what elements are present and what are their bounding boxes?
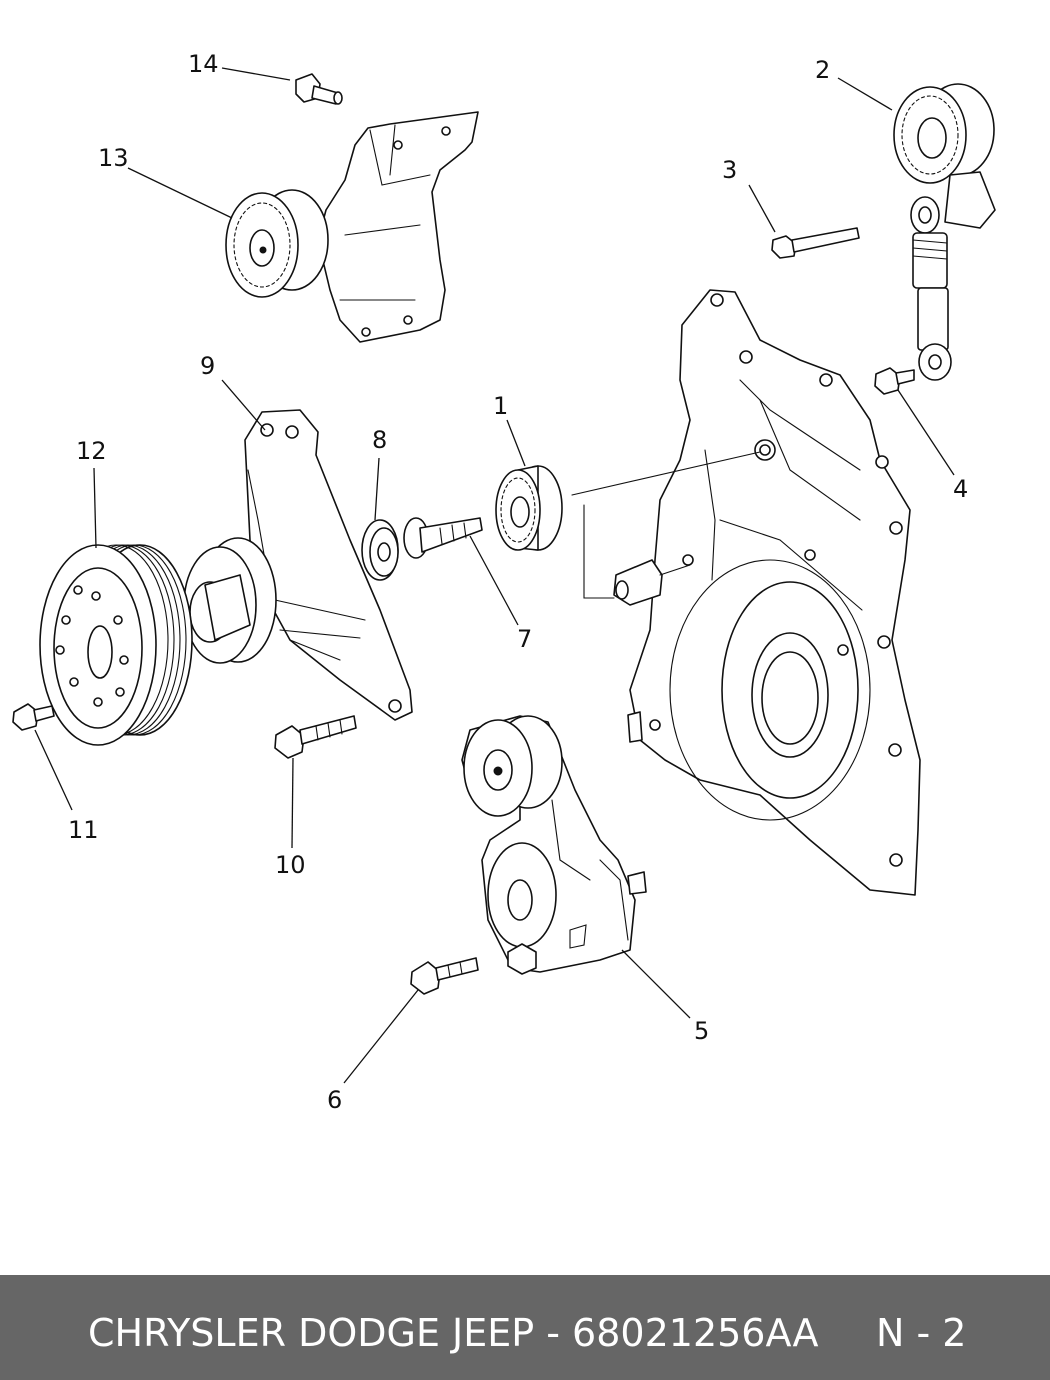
callout-2: 2 [815, 56, 830, 84]
part-4-bolt [874, 367, 915, 395]
part-5-tensioner-assembly [461, 715, 647, 975]
exploded-parts-diagram: 1 2 3 4 5 6 7 8 9 10 11 12 13 14 [12, 50, 996, 1114]
part-9-bracket [183, 409, 413, 721]
callout-13: 13 [98, 144, 129, 172]
part-2-tensioner [893, 83, 996, 381]
part-8-washer [361, 519, 399, 581]
callout-labels: 1 2 3 4 5 6 7 8 9 10 11 12 13 14 [68, 50, 968, 1114]
part-12-crank-pulley [39, 544, 193, 746]
footer-bar: CHRYSLER DODGE JEEP - 68021256AA N - 2 [0, 1275, 1050, 1380]
part-6-bolt [410, 957, 479, 995]
leader-lines [34, 67, 955, 1084]
callout-1: 1 [493, 392, 508, 420]
callout-9: 9 [200, 352, 215, 380]
part-1-mount-line [571, 451, 761, 599]
callout-6: 6 [327, 1086, 342, 1114]
part-14-bolt [295, 73, 343, 105]
diagram-canvas: 1 2 3 4 5 6 7 8 9 10 11 12 13 14 [12, 50, 996, 1114]
part-10-bolt [274, 715, 357, 759]
callout-7: 7 [517, 625, 532, 653]
part-13-idler-bracket [225, 111, 479, 343]
part-11-bolt [12, 703, 55, 731]
callout-14: 14 [188, 50, 219, 78]
part-7-bolt [403, 517, 483, 559]
callout-5: 5 [694, 1017, 709, 1045]
callout-10: 10 [275, 851, 306, 879]
footer-page-number: N - 2 [876, 1311, 967, 1355]
timing-cover [613, 289, 921, 896]
callout-3: 3 [722, 156, 737, 184]
callout-4: 4 [953, 475, 968, 503]
callout-11: 11 [68, 816, 99, 844]
part-3-bolt [771, 227, 860, 259]
part-1-idler-pulley [495, 465, 563, 551]
callout-8: 8 [372, 426, 387, 454]
callout-12: 12 [76, 437, 107, 465]
footer-title: CHRYSLER DODGE JEEP - 68021256AA [88, 1311, 819, 1355]
